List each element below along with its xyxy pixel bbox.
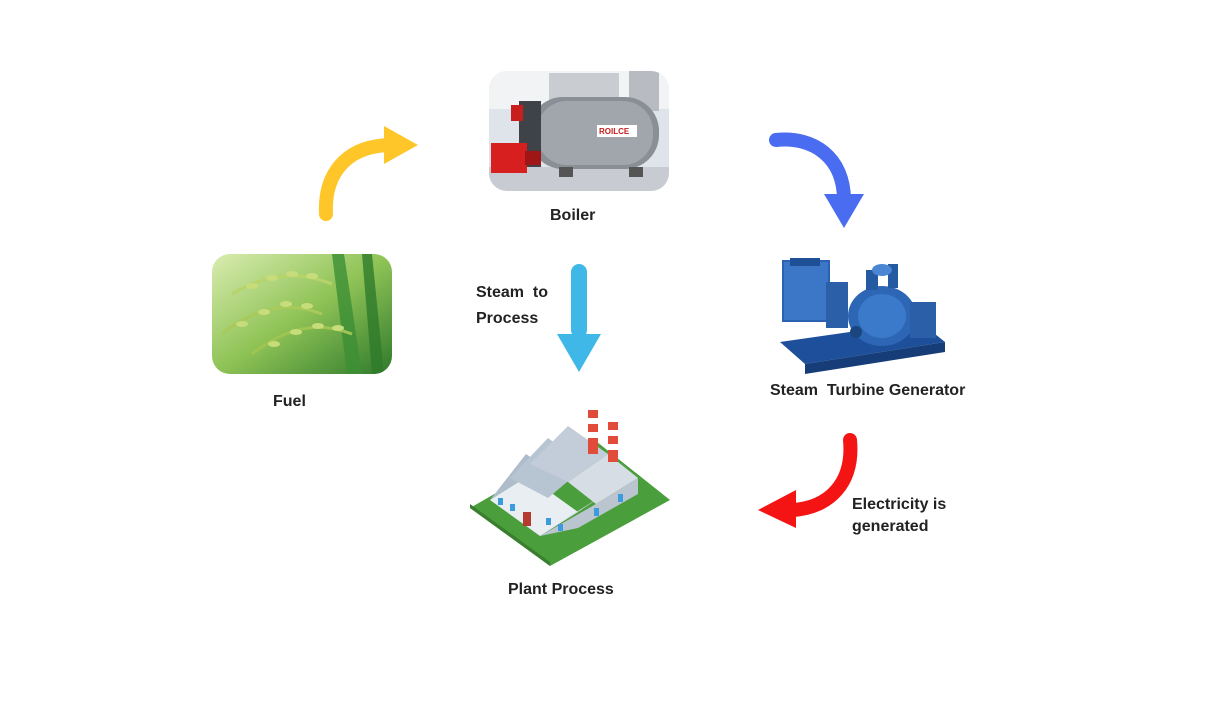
steam-to-process-line2: Process [476,310,539,327]
turbine-image [770,252,950,374]
plant-image [468,408,672,568]
steam-to-process-label: Steam to Process [476,280,548,332]
electricity-line2: generated [852,518,929,535]
boiler-image: ROILCE [489,71,669,191]
electricity-arrow [758,433,858,528]
electricity-label: Electricity is generated [852,494,946,538]
fuel-to-boiler-arrow [318,126,418,221]
steam-to-process-arrow [557,264,601,372]
fuel-image [212,254,392,374]
boiler-label: Boiler [550,207,596,224]
steam-to-process-line1: Steam to [476,284,549,301]
turbine-label: Steam Turbine Generator [770,382,966,399]
boiler-brand-text: ROILCE [599,127,630,136]
electricity-line1: Electricity is [852,496,947,513]
plant-label: Plant Process [508,581,614,598]
fuel-label: Fuel [273,393,306,410]
boiler-to-turbine-arrow [769,132,864,228]
